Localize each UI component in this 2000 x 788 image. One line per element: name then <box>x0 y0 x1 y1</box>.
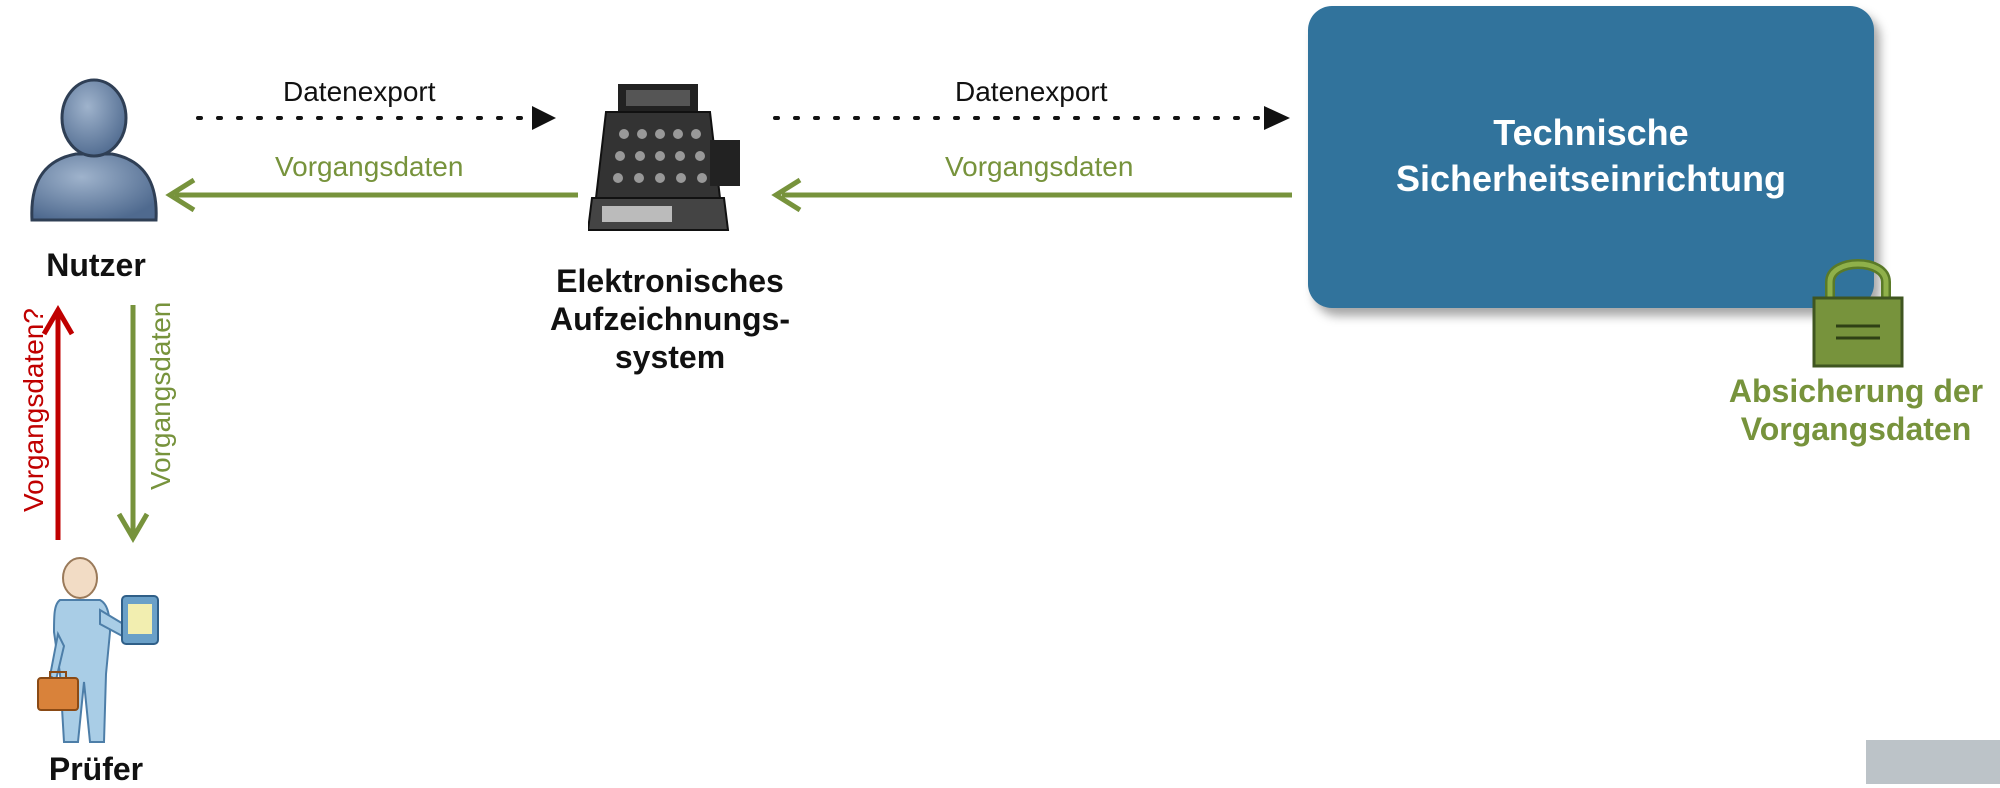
return-label-right: Vorgangsdaten <box>945 151 1134 182</box>
corner-tab <box>1866 740 2000 784</box>
register-label-line-1: Elektronisches <box>556 263 784 299</box>
return-label-left: Vorgangsdaten <box>275 151 464 182</box>
lock-caption-line-2: Vorgangsdaten <box>1740 411 1972 447</box>
to-auditor-label: Vorgangsdaten <box>145 301 176 490</box>
tse-title-line-1: Technische <box>1493 112 1689 153</box>
lock-caption-line-1: Absicherung der <box>1728 373 1984 409</box>
tse-title: Technische Sicherheitseinrichtung <box>1308 110 1874 202</box>
export-arrow-right-head <box>1264 106 1290 130</box>
register-label-line-3: system <box>614 339 726 375</box>
return-arrow-right-head <box>771 177 802 213</box>
auditor-label: Prüfer <box>48 751 144 787</box>
user-label: Nutzer <box>46 247 146 283</box>
auditor-icon <box>37 557 159 743</box>
export-label-right: Datenexport <box>955 76 1108 107</box>
to-auditor-arrow-head <box>116 512 150 543</box>
export-arrow-left-head <box>532 106 556 130</box>
request-arrow-head <box>41 305 75 336</box>
register-label: Elektronisches Aufzeichnungs- system <box>530 262 810 376</box>
register-label-line-2: Aufzeichnungs- <box>550 301 790 337</box>
export-label-left: Datenexport <box>283 76 436 107</box>
return-arrow-left-head <box>165 177 196 213</box>
cash-register-icon <box>588 84 740 231</box>
request-label: Vorgangsdaten? <box>18 308 49 512</box>
tse-box <box>1308 6 1874 308</box>
lock-caption: Absicherung der Vorgangsdaten <box>1700 372 2000 448</box>
tse-title-line-2: Sicherheitseinrichtung <box>1395 158 1787 199</box>
user-icon <box>30 78 158 222</box>
lock-icon <box>1812 259 1904 368</box>
